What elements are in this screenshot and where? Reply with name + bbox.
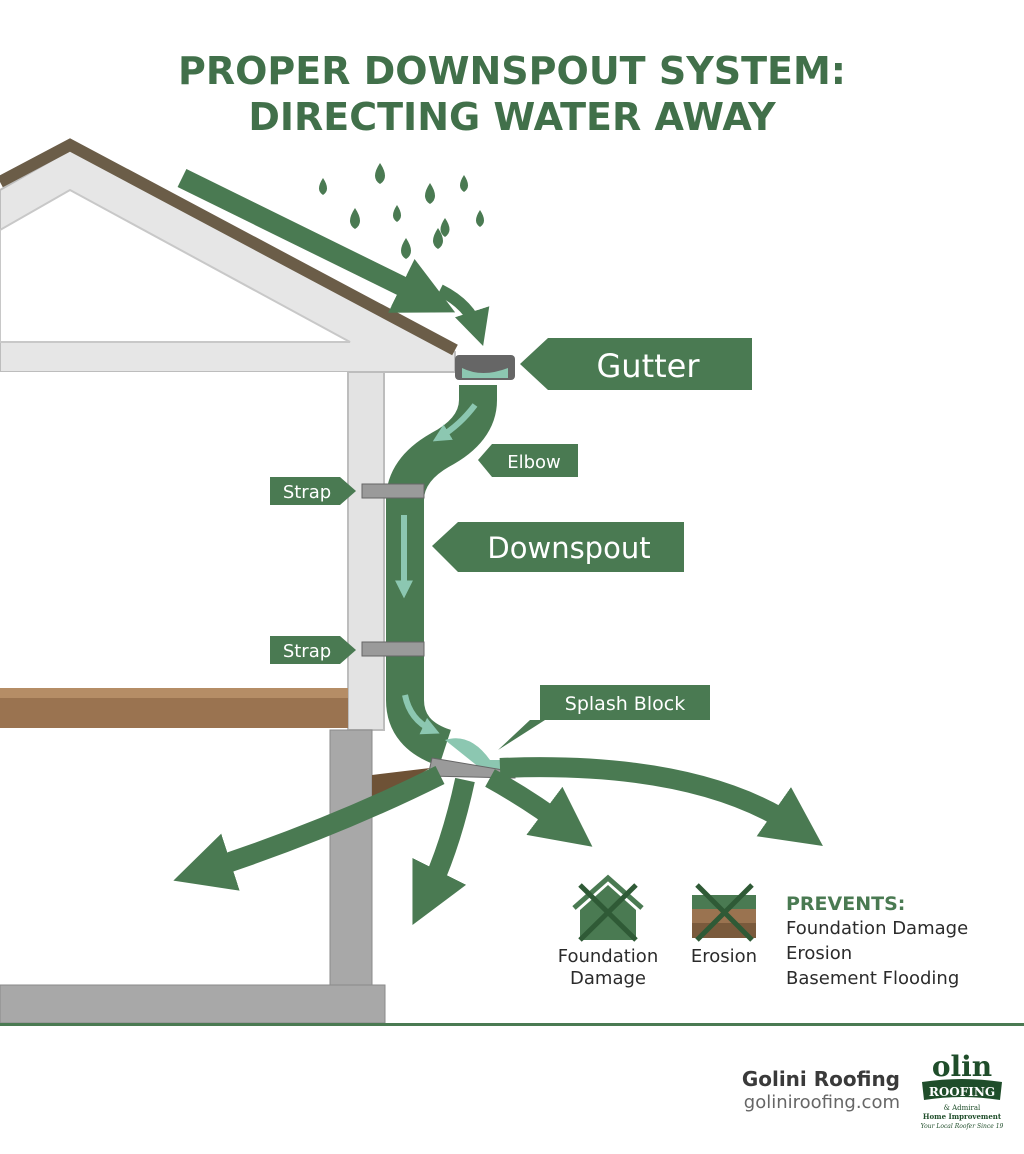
foundation-wall	[329, 729, 373, 989]
footing	[0, 984, 386, 1024]
downspout-label: Downspout	[432, 522, 684, 572]
gutter-label: Gutter	[520, 338, 752, 390]
svg-text:Elbow: Elbow	[507, 452, 561, 473]
title-line1: PROPER DOWNSPOUT SYSTEM:	[178, 49, 846, 93]
strap-bottom	[361, 641, 425, 657]
prevents-item: Erosion	[786, 943, 852, 964]
icon-label-erosion: Erosion	[691, 946, 757, 967]
svg-text:Home Improvement: Home Improvement	[923, 1112, 1002, 1121]
downspout-pipe	[386, 385, 497, 767]
strap-bottom-label: Strap	[270, 636, 356, 664]
house	[0, 138, 1024, 1026]
icon-label-foundation-2: Damage	[570, 968, 646, 989]
discharge-arrows	[173, 757, 823, 926]
strap-top	[361, 483, 425, 499]
svg-text:Gutter: Gutter	[596, 347, 700, 385]
svg-text:Strap: Strap	[283, 482, 331, 503]
roof-shingles	[0, 138, 458, 356]
elbow-label: Elbow	[478, 444, 578, 477]
prevents-item: Foundation Damage	[786, 918, 968, 939]
prevents-heading: PREVENTS:	[786, 893, 905, 915]
erosion-crossed-icon	[692, 883, 756, 942]
prevents-item: Basement Flooding	[786, 968, 959, 989]
title-line2: DIRECTING WATER AWAY	[248, 95, 776, 139]
svg-text:ROOFING: ROOFING	[929, 1085, 995, 1099]
svg-text:Your Local Roofer Since 19: Your Local Roofer Since 19	[921, 1123, 1004, 1130]
splash-block-label: Splash Block	[498, 685, 710, 750]
footer-company: Golini Roofing	[742, 1067, 900, 1091]
roof-flow-arrow	[177, 169, 456, 313]
svg-text:Splash Block: Splash Block	[565, 693, 685, 715]
strap-top-label: Strap	[270, 477, 356, 505]
icon-label-foundation-1: Foundation	[558, 946, 658, 967]
svg-text:& Admiral: & Admiral	[944, 1104, 981, 1112]
house-crossed-icon	[572, 874, 644, 942]
svg-text:olin: olin	[932, 1050, 992, 1083]
ground-line	[0, 1023, 1024, 1026]
golini-logo: olin ROOFING & Admiral Home Improvement …	[921, 1050, 1004, 1130]
svg-text:Downspout: Downspout	[487, 531, 650, 565]
footer-website: goliniroofing.com	[744, 1092, 900, 1113]
rain-drops-icon	[319, 163, 484, 259]
gutter-flow-arrow	[437, 284, 490, 346]
svg-text:Strap: Strap	[283, 641, 331, 662]
